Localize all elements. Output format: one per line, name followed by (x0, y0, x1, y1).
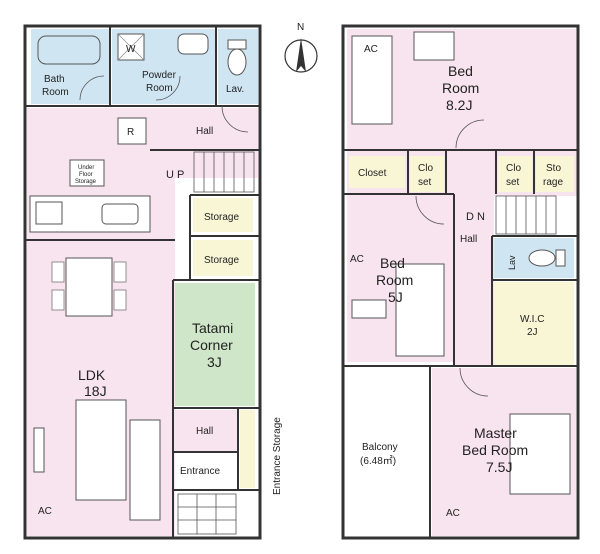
bed1-label-3: 8.2J (446, 97, 472, 113)
underfloor-label-3: Storage (75, 179, 97, 185)
tv-unit (33, 427, 45, 473)
tatami-label-3: 3J (207, 354, 222, 370)
door-powder (155, 75, 181, 101)
balcony-label-2: (6.48㎡) (360, 455, 396, 467)
bed1-label-1: Bed (448, 63, 473, 79)
stairs-floor1 (193, 151, 255, 193)
bed2-label-3: 5J (388, 289, 403, 305)
floor1-labels: Bath Room W Powder Room Lav. R Hall Unde… (38, 44, 283, 517)
lav-label-f1: Lav. (226, 84, 244, 95)
tatami-label-2: Corner (190, 337, 233, 353)
door-bath (79, 75, 105, 101)
stairs-floor2 (495, 195, 557, 235)
toilet2-icon (528, 249, 556, 267)
storage2-label-1: Sto (546, 163, 561, 174)
underfloor-label-1: Under (78, 165, 94, 171)
entrance-storage-label: Entrance Storage (272, 417, 283, 495)
wic-label-1: W.I.C (520, 314, 544, 325)
floor2-walls (343, 149, 578, 538)
entrance-fill (175, 452, 237, 487)
ldk-label-1: LDK (78, 367, 106, 383)
closet-label: Closet (358, 168, 387, 179)
storage-a-fill (193, 198, 253, 232)
master-label-1: Master (474, 425, 517, 441)
floor2-outer-wall (341, 24, 580, 540)
dn-label: D N (466, 211, 485, 223)
compass-north-label: N (297, 22, 304, 33)
sofa (75, 399, 127, 501)
bed1-label-2: Room (442, 80, 479, 96)
entrance-storage-fill (240, 410, 255, 488)
washer-label: W (126, 44, 136, 55)
kitchen-sink-icon (101, 203, 139, 225)
toilet-icon (227, 48, 247, 76)
floor-1 (23, 24, 262, 540)
powder-label-2: Room (146, 83, 173, 94)
bed2-label-1: Bed (380, 255, 405, 271)
refrigerator-box (117, 117, 147, 145)
r-label: R (127, 127, 134, 138)
door-master (459, 367, 489, 397)
bathtub (37, 35, 101, 65)
closet-b-label-1: Clo (506, 163, 521, 174)
closet-b-label-2: set (506, 177, 520, 188)
closet-a-label-1: Clo (418, 163, 433, 174)
storage-b-label: Storage (204, 255, 239, 266)
bed2-bed (395, 263, 445, 357)
floor1-walls (25, 26, 260, 538)
ac-master-label: AC (446, 508, 460, 519)
entrance-steps (177, 493, 237, 535)
storage2-fill (536, 156, 574, 192)
north-arrow-icon (296, 38, 306, 72)
dining-table (65, 257, 113, 317)
sink-icon (177, 33, 209, 55)
underfloor-storage-box (69, 159, 105, 187)
storage-a-label: Storage (204, 212, 239, 223)
tatami-fill (175, 283, 255, 406)
door-bed1 (455, 119, 485, 149)
ldk-label-2: 18J (84, 383, 107, 399)
hall2-lower-fill (454, 196, 494, 366)
compass: N (284, 22, 318, 73)
balcony-label-1: Balcony (362, 442, 398, 453)
entrance-label: Entrance (180, 466, 220, 477)
ac-bed1-label: AC (364, 44, 378, 55)
door-lav (221, 105, 249, 133)
hall-label-f1: Hall (196, 126, 213, 137)
tatami-label-1: Tatami (192, 320, 233, 336)
floor-2 (341, 24, 580, 540)
storage-b-fill (193, 240, 253, 276)
closet-b-fill (498, 156, 532, 192)
up-label: U P (166, 169, 184, 181)
storage2-label-2: rage (543, 177, 563, 188)
ac-label-f1: AC (38, 506, 52, 517)
hall2-label: Hall (460, 234, 477, 245)
wic-label-2: 2J (527, 327, 538, 338)
closet-a-label-2: set (418, 177, 432, 188)
lav2-label: Lav (507, 255, 517, 270)
low-table (129, 419, 161, 521)
door-bed2 (415, 195, 445, 225)
floor2-labels: Bed Room 8.2J AC Closet Clo set Clo set … (350, 44, 563, 519)
bed1-bed (351, 35, 393, 125)
underfloor-label-2: Floor (79, 172, 93, 178)
hall-lower-fill (175, 410, 237, 452)
bath-label-2: Room (42, 87, 69, 98)
master-bed (509, 413, 571, 495)
stove-icon (35, 201, 63, 225)
powder-label-1: Powder (142, 70, 177, 81)
bed2-label-2: Room (376, 272, 413, 288)
ac-bed2-label: AC (350, 254, 364, 265)
floor1-outer-wall (23, 24, 262, 540)
closet-fill (349, 156, 405, 188)
bath-label-1: Bath (44, 74, 65, 85)
master-label-3: 7.5J (486, 459, 512, 475)
balcony-fill (345, 368, 429, 538)
hall-lower-label: Hall (196, 426, 213, 437)
wic-fill (494, 282, 574, 366)
master-label-2: Bed Room (462, 442, 528, 458)
closet-a-fill (410, 156, 444, 192)
